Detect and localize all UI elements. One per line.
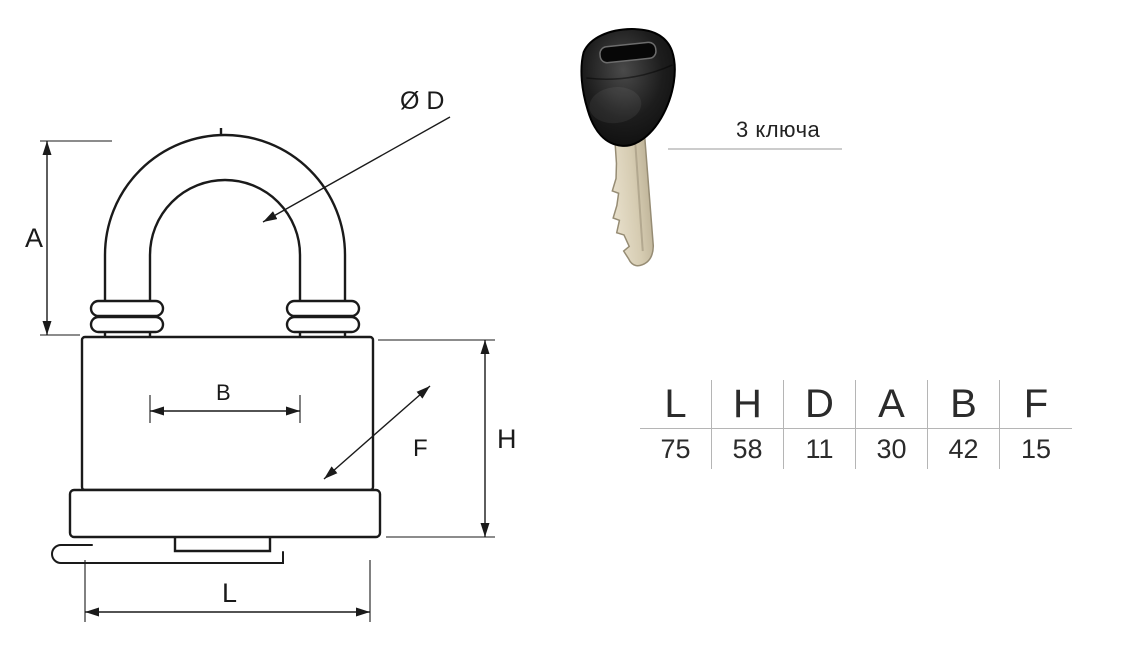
table-value-l: 75 <box>640 429 712 469</box>
dim-label-l: L <box>222 578 237 608</box>
bottom-wire-hook <box>51 544 284 564</box>
dimension-l: L <box>84 560 371 622</box>
shackle-collars <box>89 299 361 334</box>
dimension-f: F <box>323 385 431 480</box>
dim-label-h: H <box>497 424 517 454</box>
dim-label-b: B <box>216 380 231 405</box>
table-header-f: F <box>1000 380 1072 429</box>
dimension-b: B <box>149 380 301 423</box>
table-header-a: A <box>856 380 928 429</box>
table-value-f: 15 <box>1020 434 1052 464</box>
dimension-table: L H D A B F 75 58 11 30 42 15 <box>640 380 1072 469</box>
key-image <box>580 28 676 267</box>
shackle-outline <box>103 128 347 340</box>
padlock-drawing: A Ø D B F H L <box>25 87 517 622</box>
key-count-label: 3 ключа <box>736 117 821 142</box>
table-header-l: L <box>640 380 712 429</box>
table-header-h: H <box>712 380 784 429</box>
dimension-d: Ø D <box>262 87 451 223</box>
table-value-a: 30 <box>856 429 928 469</box>
table-value-h: 58 <box>712 429 784 469</box>
padlock-body <box>51 335 382 564</box>
dimension-h: H <box>378 339 517 538</box>
key-head-slot <box>599 41 657 64</box>
dimension-a: A <box>25 140 112 336</box>
key-head <box>580 28 676 147</box>
dim-label-a: A <box>25 223 43 253</box>
dim-label-d: Ø D <box>400 87 444 115</box>
table-header-d: D <box>784 380 856 429</box>
table-value-b: 42 <box>928 429 1000 469</box>
dim-label-f: F <box>413 435 428 462</box>
key-blade <box>611 131 655 267</box>
table-header-b: B <box>928 380 1000 429</box>
table-value-d: 11 <box>784 429 856 469</box>
caption-underline <box>668 148 842 150</box>
